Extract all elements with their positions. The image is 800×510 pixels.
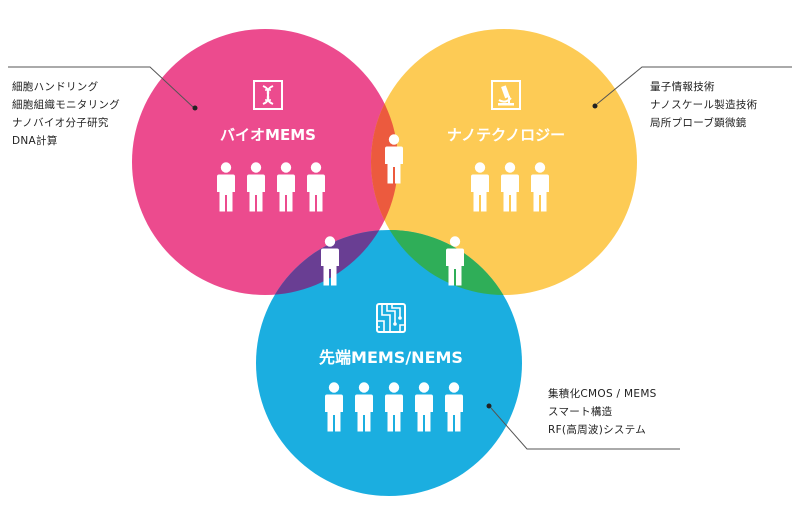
adv-item: 集積化CMOS / MEMS — [548, 388, 657, 400]
advanced-mems-label: 先端MEMS/NEMS — [319, 348, 463, 367]
bio-leader-line — [8, 66, 194, 108]
bio-mems-label: バイオMEMS — [220, 126, 316, 144]
dna-icon — [253, 80, 283, 110]
nano-item: 量子情報技術 — [650, 81, 715, 93]
bio-item: DNA計算 — [12, 135, 58, 147]
adv-leader-dot — [486, 403, 492, 409]
bio-item: ナノバイオ分子研究 — [12, 117, 109, 129]
nanotech-label: ナノテクノロジー — [447, 126, 565, 144]
bio-item: 細胞組織モニタリング — [12, 99, 120, 111]
nano-item: 局所プローブ顕微鏡 — [650, 117, 747, 129]
adv-leader-line — [490, 407, 680, 450]
nano-leader-line — [596, 66, 792, 105]
adv-item: RF(高周波)システム — [548, 424, 647, 436]
bio-item: 細胞ハンドリング — [12, 81, 99, 93]
bio-items: 細胞ハンドリング 細胞組織モニタリング ナノバイオ分子研究 DNA計算 — [12, 78, 120, 150]
nano-item: ナノスケール製造技術 — [650, 99, 758, 111]
adv-item: スマート構造 — [548, 406, 613, 418]
adv-items: 集積化CMOS / MEMS スマート構造 RF(高周波)システム — [548, 385, 657, 439]
nano-items: 量子情報技術 ナノスケール製造技術 局所プローブ顕微鏡 — [650, 78, 757, 132]
bio-leader-dot — [192, 105, 198, 111]
microscope-icon — [491, 80, 521, 110]
circuit-icon — [376, 303, 406, 333]
nano-leader-dot — [592, 103, 598, 109]
